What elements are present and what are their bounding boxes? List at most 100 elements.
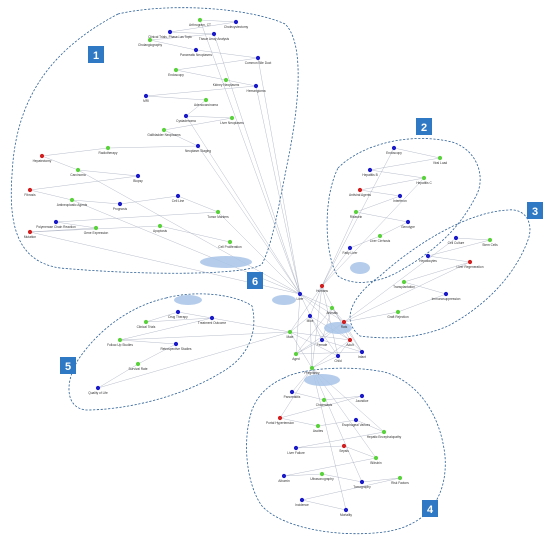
node-green: [319, 471, 325, 477]
node-label: Ribavirin: [350, 215, 363, 219]
node-blue: [193, 47, 199, 53]
cluster-badge-4: 4: [422, 500, 438, 517]
node-blue: [53, 219, 59, 225]
node-label: Tomography: [353, 485, 371, 489]
edge: [403, 261, 471, 283]
edge: [185, 115, 233, 119]
edge: [119, 195, 179, 205]
node-blue: [353, 417, 359, 423]
cluster-badge-label: 5: [65, 361, 71, 373]
node-label: Stem Cells: [482, 243, 498, 247]
node-green: [157, 223, 163, 229]
node-label: Carcinoma: [70, 173, 86, 177]
edge: [195, 49, 259, 59]
edge: [291, 367, 313, 393]
node-label: Treatment Outcome: [198, 321, 226, 325]
edge: [369, 169, 425, 179]
edge: [107, 145, 199, 149]
cluster-outline-2: [326, 138, 481, 283]
hub-ellipse-6: [272, 295, 296, 305]
edge: [369, 157, 441, 171]
node-label: Clinical Trials, Phase I as Topic: [148, 35, 192, 39]
node-label: Survival Rate: [129, 367, 148, 371]
edge: [289, 331, 351, 341]
edge: [321, 473, 363, 483]
node-green: [117, 337, 123, 343]
edge: [331, 307, 345, 323]
edge: [169, 31, 215, 35]
node-label: Gene Expression: [84, 231, 109, 235]
node-green: [197, 17, 203, 23]
edge: [359, 189, 401, 197]
edge: [309, 315, 313, 369]
node-label: Genotype: [401, 225, 415, 229]
cluster-badge-3: 3: [527, 202, 543, 219]
node-red: [347, 337, 353, 343]
node-label: Retrospective Studies: [160, 347, 191, 351]
node-blue: [319, 337, 325, 343]
node-blue: [195, 143, 201, 149]
node-label: Viral Load: [433, 161, 448, 165]
node-blue: [293, 445, 299, 451]
edge: [427, 255, 471, 263]
node-label: Cell Proliferation: [218, 245, 242, 249]
edge: [149, 39, 197, 51]
edge: [159, 225, 231, 243]
node-red: [467, 259, 473, 265]
cluster-badge-label: 4: [427, 504, 434, 516]
edge: [185, 99, 207, 117]
edge: [295, 339, 323, 355]
cluster-badge-1: 1: [88, 46, 104, 63]
node-label: Aged: [292, 357, 300, 361]
edge: [41, 155, 79, 171]
node-label: Tumor Markers: [207, 215, 229, 219]
node-label: Hepatitis B: [362, 173, 377, 177]
node-red: [27, 229, 33, 235]
edge: [175, 69, 227, 81]
edge: [321, 177, 425, 287]
node-blue: [391, 145, 397, 151]
edge: [149, 33, 215, 41]
node-label: Gallbladder Neoplasms: [147, 133, 181, 137]
hub-ellipse-2: [350, 262, 370, 274]
node-label: Fibrosis: [24, 193, 36, 197]
edge: [321, 247, 351, 287]
node-label: Jaundice: [356, 399, 369, 403]
node-blue: [425, 253, 431, 259]
node-label: Bilirubin: [370, 461, 382, 465]
node-label: Transplantation: [393, 285, 415, 289]
edge: [197, 145, 301, 295]
edge: [295, 445, 345, 449]
edge: [343, 311, 399, 323]
node-green: [377, 233, 383, 239]
node-label: Tissue Array Analysis: [199, 37, 230, 41]
node-red: [39, 153, 45, 159]
node-label: Graft Rejection: [387, 315, 408, 319]
node-label: Adult: [346, 343, 353, 347]
edge: [279, 395, 363, 419]
node-label: Liver Regeneration: [457, 265, 484, 269]
edge: [343, 445, 377, 459]
node-label: Polymerase Chain Reaction: [36, 225, 76, 229]
edge: [279, 367, 313, 419]
node-green: [229, 115, 235, 121]
node-green: [173, 67, 179, 73]
node-green: [135, 361, 141, 367]
edge: [361, 477, 401, 483]
edge: [283, 457, 377, 477]
cluster-outline-5: [68, 293, 255, 411]
node-label: Hepatocytes: [419, 259, 437, 263]
node-label: Neoplasm Staging: [185, 149, 211, 153]
node-label: Ultrasonography: [310, 477, 334, 481]
node-green: [161, 127, 167, 133]
edge: [145, 85, 257, 97]
node-blue: [289, 389, 295, 395]
node-label: Cell Culture: [448, 241, 465, 245]
edge: [321, 307, 333, 341]
cluster-badge-label: 3: [532, 206, 538, 218]
edge: [311, 367, 363, 483]
node-label: Radiotherapy: [99, 151, 118, 155]
node-label: Biopsy: [133, 179, 143, 183]
